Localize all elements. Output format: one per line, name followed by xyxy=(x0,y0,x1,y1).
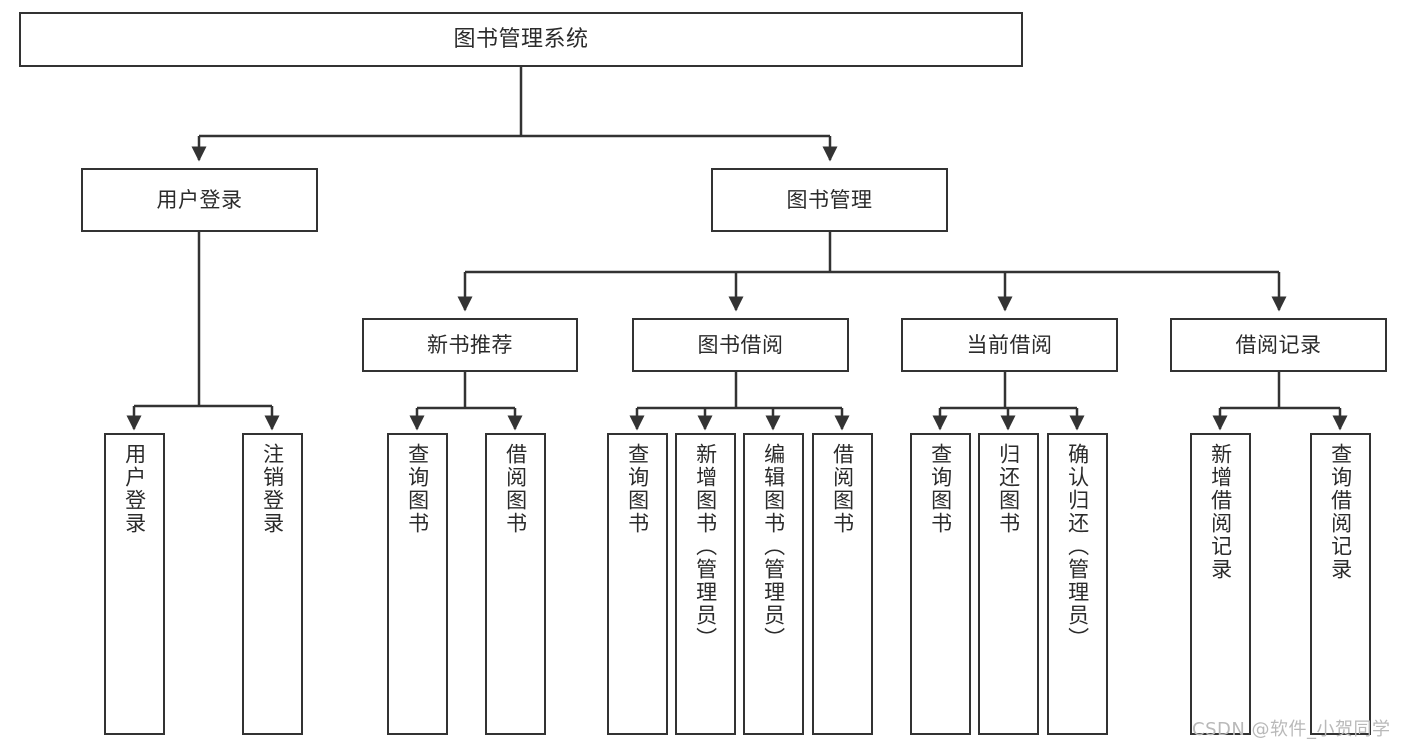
leaf-edit-book-admin[interactable]: 编辑图书（管理员） xyxy=(743,433,804,735)
node-label: 注销登录 xyxy=(260,443,285,535)
node-label: 新增图书（管理员） xyxy=(693,443,718,650)
leaf-query-book-borrow[interactable]: 查询图书 xyxy=(607,433,668,735)
leaf-query-book-recommend[interactable]: 查询图书 xyxy=(387,433,448,735)
node-book-management-system[interactable]: 图书管理系统 xyxy=(19,12,1023,67)
node-label: 图书借阅 xyxy=(697,332,784,357)
leaf-query-book-current[interactable]: 查询图书 xyxy=(910,433,971,735)
node-book-borrow[interactable]: 图书借阅 xyxy=(632,318,849,372)
leaf-add-borrow-record[interactable]: 新增借阅记录 xyxy=(1190,433,1251,735)
leaf-return-book[interactable]: 归还图书 xyxy=(978,433,1039,735)
node-label: 新书推荐 xyxy=(427,332,513,357)
node-label: 查询图书 xyxy=(405,443,430,535)
node-label: 借阅图书 xyxy=(503,443,528,535)
node-label: 查询借阅记录 xyxy=(1328,443,1353,581)
node-label: 当前借阅 xyxy=(966,332,1053,357)
node-label: 归还图书 xyxy=(996,443,1021,535)
node-label: 图书管理 xyxy=(786,187,873,212)
csdn-watermark: CSDN @软件_小贺同学 xyxy=(1192,719,1391,740)
node-label: 借阅记录 xyxy=(1235,332,1322,357)
leaf-add-book-admin[interactable]: 新增图书（管理员） xyxy=(675,433,736,735)
node-label: 编辑图书（管理员） xyxy=(761,443,786,650)
leaf-borrow-book[interactable]: 借阅图书 xyxy=(812,433,873,735)
leaf-query-borrow-record[interactable]: 查询借阅记录 xyxy=(1310,433,1371,735)
leaf-borrow-book-recommend[interactable]: 借阅图书 xyxy=(485,433,546,735)
node-label: 借阅图书 xyxy=(830,443,855,535)
node-label: 图书管理系统 xyxy=(453,26,589,52)
node-label: 用户登录 xyxy=(156,187,243,212)
node-label: 确认归还（管理员） xyxy=(1065,443,1090,650)
node-label: 查询图书 xyxy=(928,443,953,535)
node-label: 新增借阅记录 xyxy=(1208,443,1233,581)
node-new-book-recommend[interactable]: 新书推荐 xyxy=(362,318,578,372)
node-user-login[interactable]: 用户登录 xyxy=(81,168,318,232)
node-label: 用户登录 xyxy=(122,443,147,535)
node-book-management[interactable]: 图书管理 xyxy=(711,168,948,232)
node-label: 查询图书 xyxy=(625,443,650,535)
node-borrow-record[interactable]: 借阅记录 xyxy=(1170,318,1387,372)
node-current-borrow[interactable]: 当前借阅 xyxy=(901,318,1118,372)
leaf-logout[interactable]: 注销登录 xyxy=(242,433,303,735)
leaf-confirm-return-admin[interactable]: 确认归还（管理员） xyxy=(1047,433,1108,735)
leaf-user-login[interactable]: 用户登录 xyxy=(104,433,165,735)
